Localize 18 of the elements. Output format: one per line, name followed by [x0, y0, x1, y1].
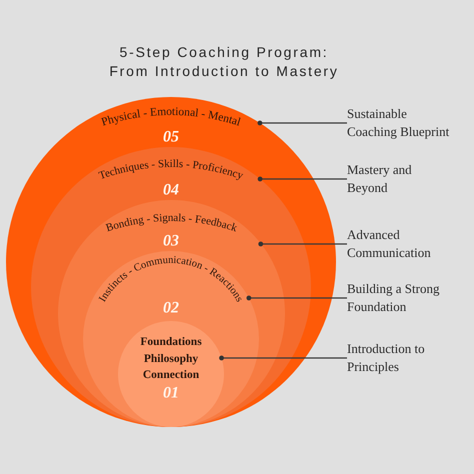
step-number: 04	[163, 183, 179, 196]
step-number: 01	[163, 386, 179, 399]
leader-line	[246, 296, 347, 300]
step-number: 02	[163, 301, 179, 314]
callout-label: Sustainable Coaching Blueprint	[347, 105, 454, 141]
callout-label: Building a Strong Foundation	[347, 280, 454, 316]
arc-label: Bonding - Signals - Feedback	[104, 212, 238, 234]
callout-label: Introduction to Principles	[347, 340, 454, 376]
callout-label: Mastery and Beyond	[347, 161, 425, 197]
arc-label: Physical - Emotional - Mental	[100, 106, 242, 129]
leader-line	[258, 120, 347, 126]
title: 5-Step Coaching Program: From Introduction to Mastery	[108, 43, 340, 81]
leader-line	[219, 356, 347, 360]
circle-text: Foundations Philosophy Connection	[139, 335, 203, 383]
step-number: 05	[163, 130, 179, 143]
callout-label: Advanced Communication	[347, 226, 454, 262]
step-number: 03	[163, 234, 179, 248]
leader-line	[258, 176, 347, 182]
